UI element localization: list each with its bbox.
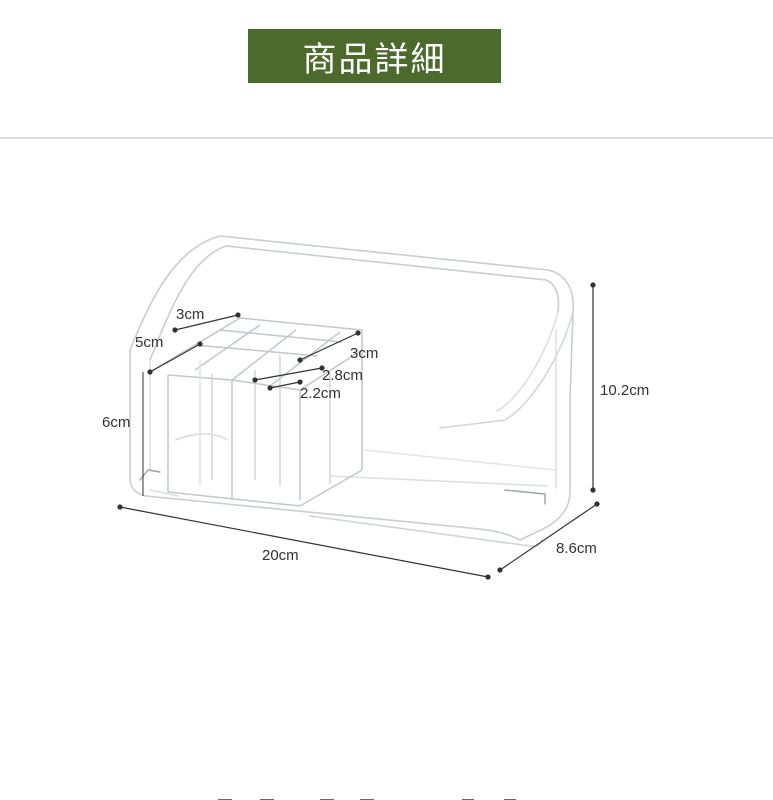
dim-label-slot-inner-1: 2.8cm [322,367,363,384]
page-title: 商品詳細 [302,39,447,80]
dim-label-slot-height: 6cm [102,414,131,431]
dim-label-slot-depth: 5cm [135,334,164,351]
header-banner: 商品詳細 [248,29,501,83]
dim-label-overall-height: 10.2cm [600,382,650,399]
section-divider [0,137,773,139]
cutoff-text-fragment [200,791,580,800]
dim-label-slot-width-right: 3cm [350,345,379,362]
dim-label-slot-inner-2: 2.2cm [300,385,341,402]
dim-label-slot-width: 3cm [176,306,205,323]
dim-label-overall-length: 20cm [262,547,299,564]
dim-label-overall-depth: 8.6cm [556,540,597,557]
